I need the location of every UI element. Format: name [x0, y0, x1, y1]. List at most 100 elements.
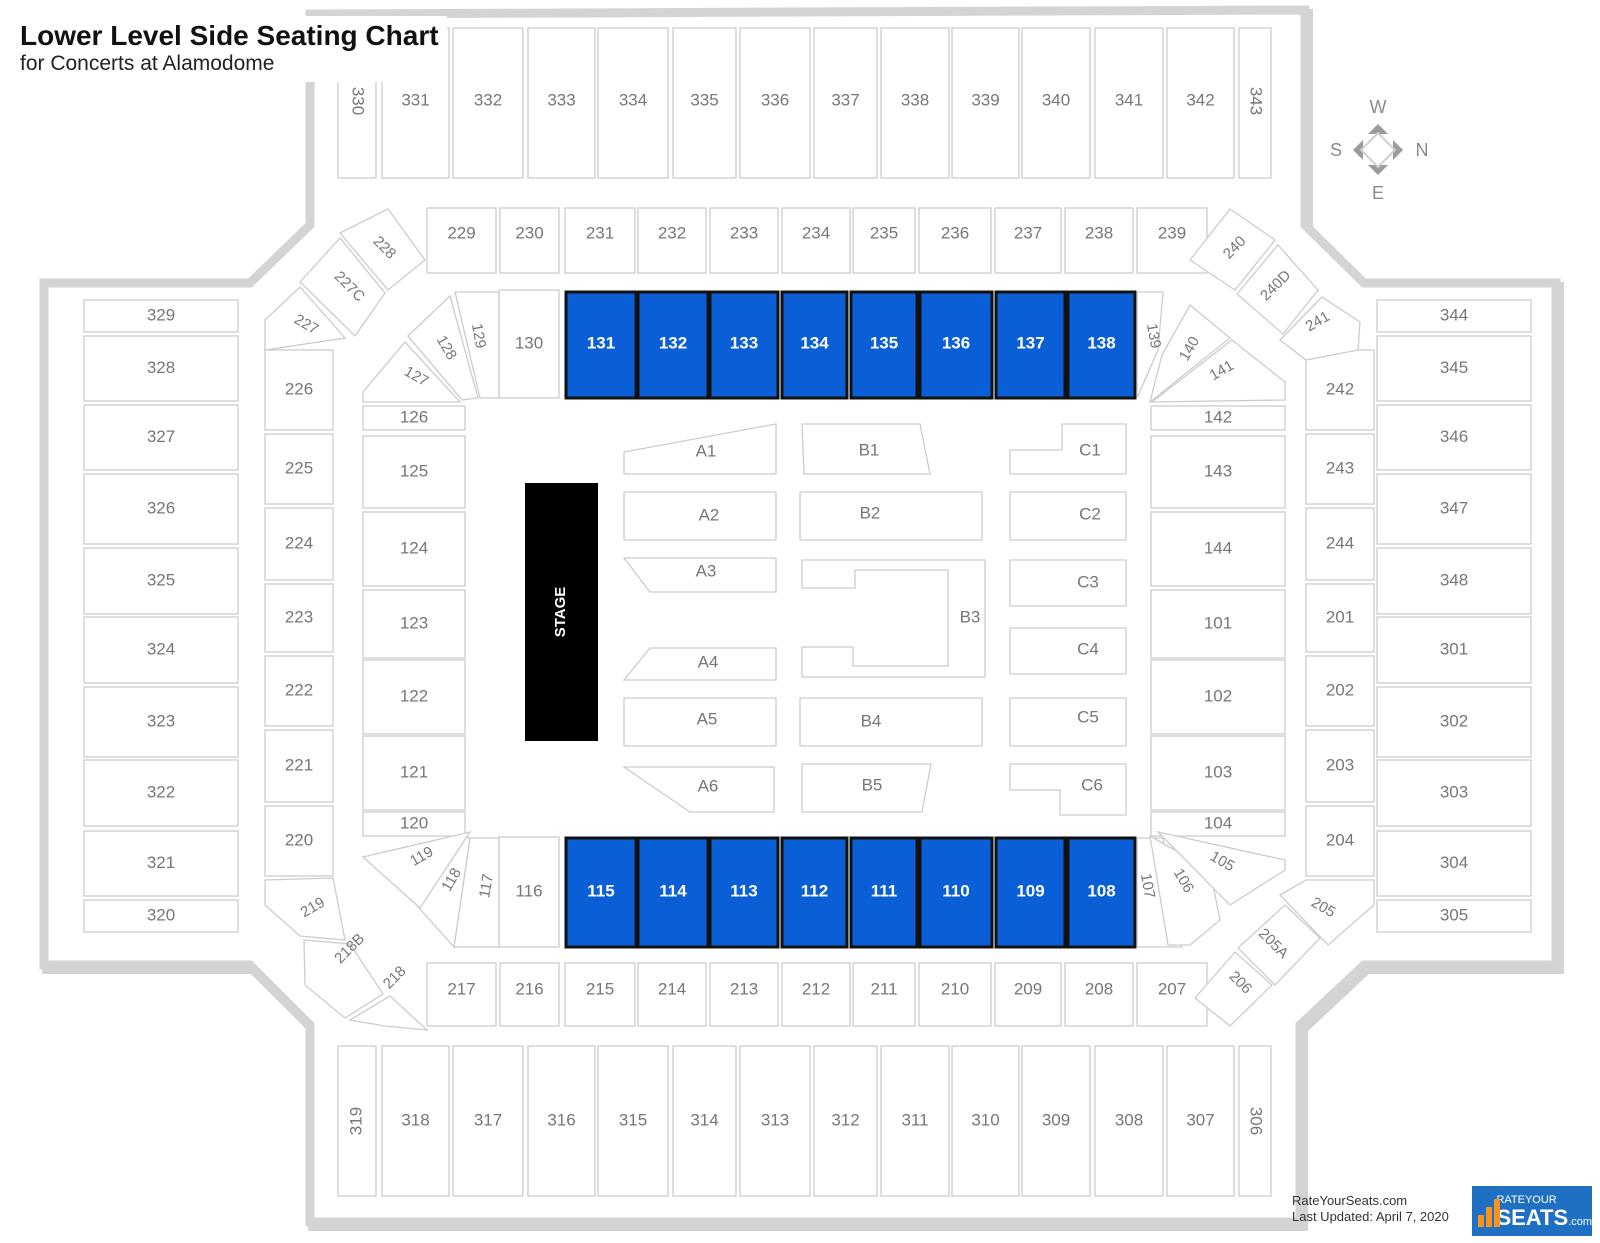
- section-222[interactable]: 222: [264, 655, 334, 727]
- section-139[interactable]: 139: [1136, 291, 1164, 399]
- section-108[interactable]: 108: [1066, 836, 1137, 949]
- section-240[interactable]: 240: [1189, 208, 1276, 291]
- section-343[interactable]: 343: [1238, 27, 1272, 179]
- section-312[interactable]: 312: [813, 1045, 878, 1197]
- section-136[interactable]: 136: [918, 290, 994, 400]
- section-305[interactable]: 305: [1376, 899, 1532, 933]
- section-329[interactable]: 329: [83, 299, 239, 333]
- section-324[interactable]: 324: [83, 616, 239, 684]
- section-216[interactable]: 216: [499, 962, 560, 1027]
- section-b5[interactable]: B5: [801, 763, 932, 813]
- section-127[interactable]: 127: [362, 341, 462, 403]
- section-125[interactable]: 125: [362, 435, 466, 509]
- section-233[interactable]: 233: [709, 207, 779, 274]
- section-303[interactable]: 303: [1376, 759, 1532, 827]
- section-b1[interactable]: B1: [801, 423, 931, 475]
- section-103[interactable]: 103: [1150, 735, 1286, 811]
- section-132[interactable]: 132: [636, 290, 710, 400]
- section-225[interactable]: 225: [264, 433, 334, 505]
- section-322[interactable]: 322: [83, 759, 239, 827]
- section-302[interactable]: 302: [1376, 686, 1532, 758]
- section-227[interactable]: 227: [264, 286, 347, 351]
- section-309[interactable]: 309: [1021, 1045, 1091, 1197]
- section-220[interactable]: 220: [264, 805, 334, 877]
- section-101[interactable]: 101: [1150, 589, 1286, 659]
- section-135[interactable]: 135: [849, 290, 919, 400]
- section-134[interactable]: 134: [780, 290, 849, 400]
- section-334[interactable]: 334: [597, 27, 669, 179]
- section-320[interactable]: 320: [83, 899, 239, 933]
- section-327[interactable]: 327: [83, 404, 239, 471]
- section-241[interactable]: 241: [1279, 296, 1361, 361]
- section-301[interactable]: 301: [1376, 616, 1532, 684]
- section-236[interactable]: 236: [918, 207, 992, 274]
- section-a5[interactable]: A5: [623, 697, 777, 747]
- section-240d[interactable]: 240D: [1236, 244, 1319, 335]
- section-347[interactable]: 347: [1376, 473, 1532, 545]
- section-121[interactable]: 121: [362, 735, 466, 811]
- section-318[interactable]: 318: [381, 1045, 450, 1197]
- section-116[interactable]: 116: [498, 836, 560, 948]
- section-345[interactable]: 345: [1376, 335, 1532, 402]
- section-122[interactable]: 122: [362, 659, 466, 735]
- section-b3[interactable]: B3: [801, 559, 986, 678]
- section-104[interactable]: 104: [1150, 811, 1286, 837]
- section-111[interactable]: 111: [849, 836, 919, 949]
- section-306[interactable]: 306: [1238, 1045, 1272, 1197]
- section-307[interactable]: 307: [1166, 1045, 1235, 1197]
- section-219[interactable]: 219: [264, 877, 346, 941]
- section-a2[interactable]: A2: [623, 491, 777, 541]
- section-325[interactable]: 325: [83, 547, 239, 615]
- section-208[interactable]: 208: [1064, 962, 1134, 1027]
- section-142[interactable]: 142: [1150, 405, 1286, 431]
- section-c1[interactable]: C1: [1009, 423, 1127, 475]
- section-c5[interactable]: C5: [1009, 697, 1127, 747]
- section-308[interactable]: 308: [1094, 1045, 1164, 1197]
- section-333[interactable]: 333: [527, 27, 596, 179]
- section-344[interactable]: 344: [1376, 299, 1532, 333]
- section-315[interactable]: 315: [597, 1045, 669, 1197]
- section-332[interactable]: 332: [452, 27, 524, 179]
- section-205[interactable]: 205: [1278, 879, 1375, 946]
- section-c4[interactable]: C4: [1009, 627, 1127, 675]
- section-335[interactable]: 335: [672, 27, 737, 179]
- section-242[interactable]: 242: [1305, 349, 1375, 431]
- section-234[interactable]: 234: [781, 207, 851, 274]
- section-112[interactable]: 112: [780, 836, 849, 949]
- section-319[interactable]: 319: [337, 1045, 377, 1197]
- section-348[interactable]: 348: [1376, 547, 1532, 615]
- credit-site[interactable]: RateYourSeats.com: [1292, 1193, 1408, 1208]
- section-235[interactable]: 235: [852, 207, 916, 274]
- section-119[interactable]: 119: [361, 830, 472, 909]
- section-316[interactable]: 316: [527, 1045, 596, 1197]
- section-140[interactable]: 140: [1148, 304, 1232, 404]
- section-109[interactable]: 109: [994, 836, 1067, 949]
- section-328[interactable]: 328: [83, 335, 239, 402]
- section-311[interactable]: 311: [880, 1045, 950, 1197]
- section-c3[interactable]: C3: [1009, 559, 1127, 607]
- section-244[interactable]: 244: [1305, 507, 1375, 581]
- section-243[interactable]: 243: [1305, 433, 1375, 505]
- section-221[interactable]: 221: [264, 729, 334, 803]
- section-314[interactable]: 314: [672, 1045, 737, 1197]
- section-206[interactable]: 206: [1194, 951, 1273, 1027]
- section-133[interactable]: 133: [708, 290, 780, 400]
- section-141[interactable]: 141: [1150, 339, 1286, 403]
- section-227c[interactable]: 227C: [299, 237, 386, 338]
- section-b4[interactable]: B4: [799, 697, 983, 747]
- section-137[interactable]: 137: [994, 290, 1067, 400]
- section-138[interactable]: 138: [1066, 290, 1137, 400]
- section-a6[interactable]: A6: [621, 766, 775, 813]
- section-a4[interactable]: A4: [622, 647, 777, 681]
- section-c2[interactable]: C2: [1009, 491, 1127, 541]
- section-340[interactable]: 340: [1021, 27, 1091, 179]
- section-b2[interactable]: B2: [799, 491, 983, 541]
- section-336[interactable]: 336: [739, 27, 811, 179]
- section-217[interactable]: 217: [426, 962, 497, 1027]
- section-213[interactable]: 213: [709, 962, 779, 1027]
- section-313[interactable]: 313: [739, 1045, 811, 1197]
- section-202[interactable]: 202: [1305, 655, 1375, 727]
- section-c6[interactable]: C6: [1009, 763, 1127, 816]
- section-128[interactable]: 128: [407, 294, 479, 401]
- section-117[interactable]: 117: [453, 837, 500, 948]
